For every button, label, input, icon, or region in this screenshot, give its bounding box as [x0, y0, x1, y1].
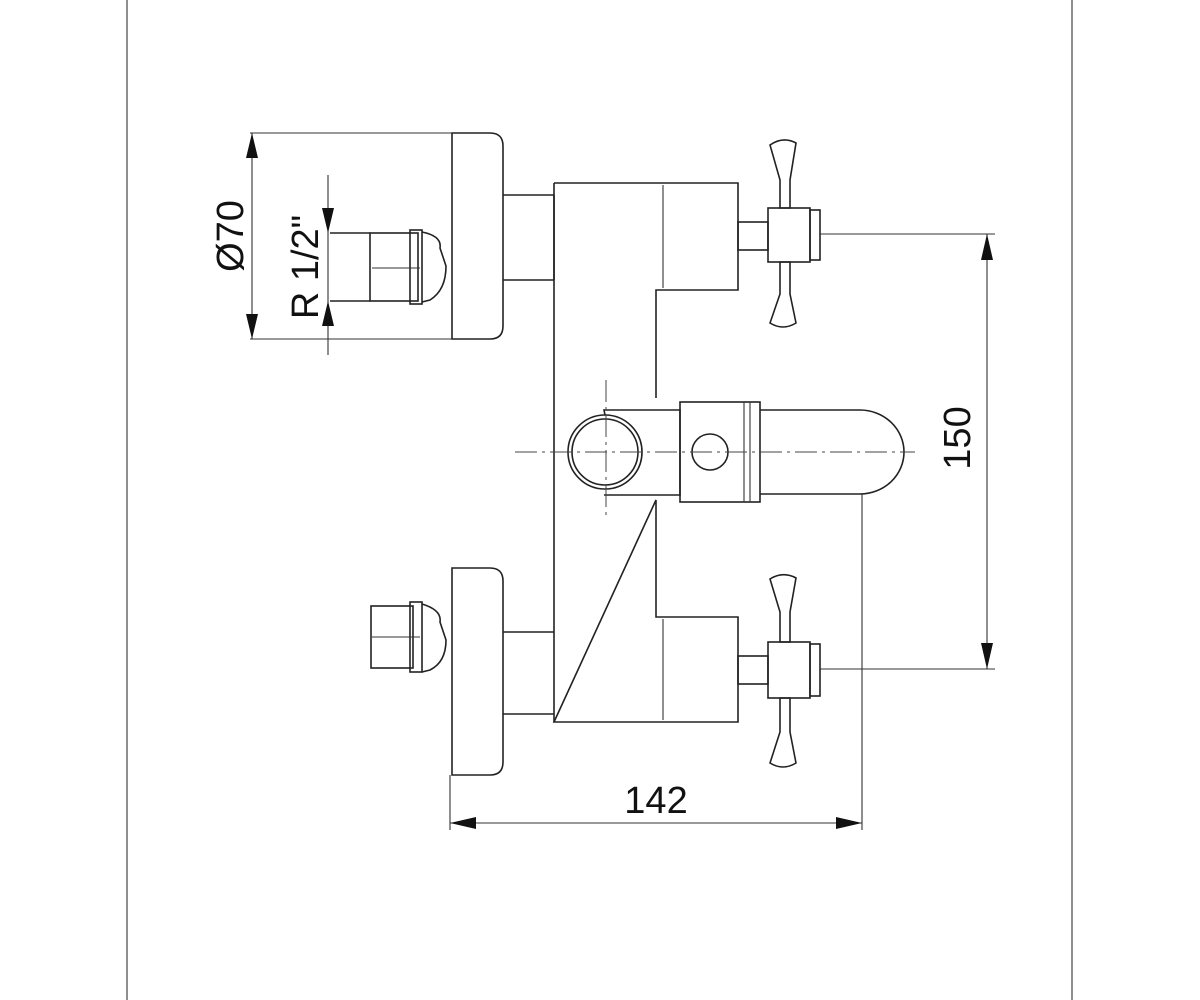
height-label: 150 — [937, 406, 979, 469]
diameter-label: Ø70 — [210, 200, 252, 272]
lower-cross-handle — [737, 573, 821, 768]
width-dimension: 142 — [449, 494, 863, 830]
upper-wall-connector — [330, 132, 555, 340]
thread-label: R 1/2" — [285, 215, 327, 319]
spout-diverter — [515, 380, 915, 516]
page-frame — [126, 0, 1073, 1000]
lower-wall-connector — [370, 567, 554, 776]
height-dimension: 150 — [820, 233, 995, 670]
diameter-dimension: Ø70 — [210, 132, 452, 340]
upper-cross-handle — [737, 139, 821, 328]
width-label: 142 — [624, 780, 687, 822]
thread-dimension: R 1/2" — [285, 175, 334, 355]
